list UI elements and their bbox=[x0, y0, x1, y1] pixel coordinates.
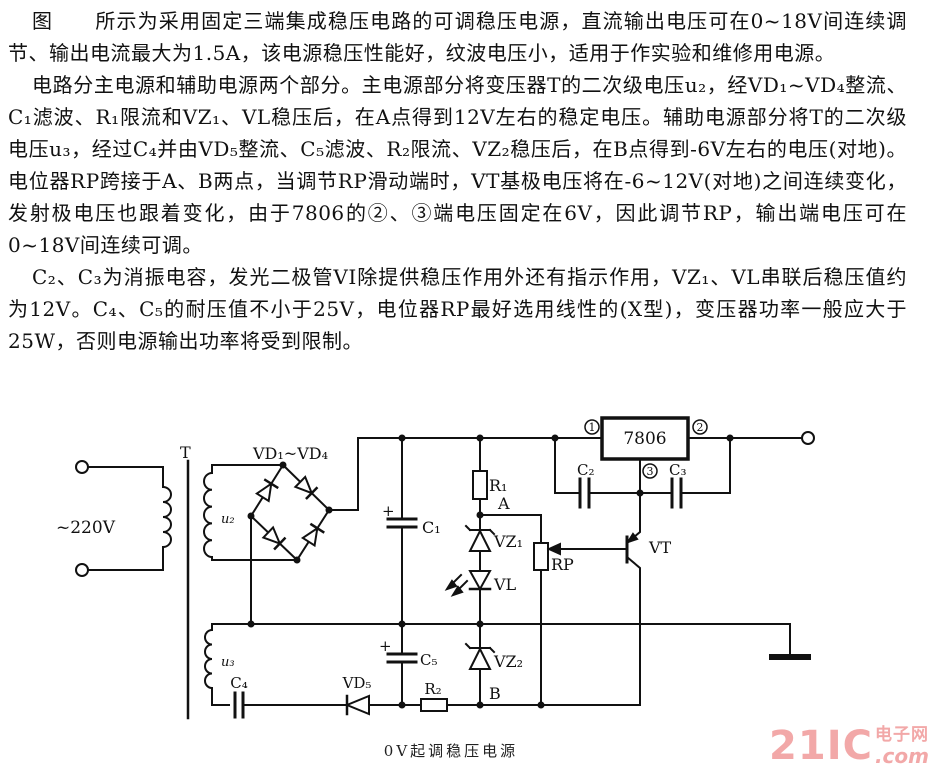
vt-label: VT bbox=[648, 538, 672, 557]
c2-row-wires bbox=[554, 437, 731, 494]
pin1-circle bbox=[584, 419, 600, 435]
bridge-edges bbox=[249, 463, 331, 562]
figure-caption: 0V起调稳压电源 bbox=[383, 742, 519, 760]
c2-label: C₂ bbox=[577, 461, 595, 479]
vz2-label: VZ₂ bbox=[493, 652, 523, 671]
vz1-triangle bbox=[468, 528, 492, 552]
paragraph-1: 图 所示为采用固定三端集成稳压电路的可调稳压电源，直流输出电压可在0~18V间连… bbox=[8, 9, 907, 65]
pin2-circle bbox=[692, 419, 708, 435]
mains-label: ~220V bbox=[56, 518, 116, 538]
regulator-box bbox=[600, 416, 690, 461]
c1-plus-sign: + bbox=[382, 502, 395, 520]
primary-winding bbox=[161, 485, 172, 549]
vd5-triangle bbox=[344, 694, 370, 716]
pin3-label: 3 bbox=[647, 465, 654, 478]
c3-label: C₃ bbox=[669, 461, 687, 479]
vl-triangle bbox=[468, 570, 492, 592]
bridge-diode-2 bbox=[293, 475, 319, 500]
primary-wires bbox=[87, 466, 164, 571]
c1-label: C₁ bbox=[422, 518, 441, 537]
c4-label: C₄ bbox=[230, 674, 248, 692]
pin2-label: 2 bbox=[697, 421, 704, 434]
output-terminal bbox=[801, 431, 815, 445]
ground-rail bbox=[211, 623, 791, 655]
bridge-diode-1 bbox=[254, 478, 279, 503]
watermark-suffix: .com bbox=[874, 744, 929, 768]
rp-wiper-arrow bbox=[546, 542, 561, 556]
r2-label: R₂ bbox=[424, 680, 441, 698]
potentiometer-rp bbox=[533, 542, 549, 571]
vz2-triangle bbox=[468, 646, 492, 670]
bridge-positive-wire bbox=[328, 437, 359, 511]
watermark: 21IC 电子网 .com bbox=[769, 726, 929, 766]
c5-label: C₅ bbox=[420, 651, 438, 669]
regulator-label: 7806 bbox=[623, 429, 666, 449]
vd5-label: VD₅ bbox=[342, 674, 372, 692]
bridge-label: VD₁~VD₄ bbox=[252, 444, 328, 463]
paragraph-2: 电路分主电源和辅助电源两个部分。主电源部分将变压器T的二次级电压u₂，经VD₁~… bbox=[8, 73, 907, 257]
vt-emitter-arrow bbox=[625, 532, 639, 544]
u2-winding bbox=[203, 471, 214, 559]
input-terminal-bottom bbox=[75, 563, 89, 577]
input-terminal-top bbox=[75, 460, 89, 474]
watermark-site: 电子网 bbox=[874, 725, 929, 745]
a-label: A bbox=[497, 494, 510, 513]
c5-plus-sign: + bbox=[379, 637, 392, 655]
paragraph-3: C₂、C₃为消振电容，发光二极管VI除提供稳压作用外还有指示作用，VZ₁、VL串… bbox=[8, 265, 907, 353]
vt-collector bbox=[625, 555, 641, 706]
vl-ray-1-head bbox=[450, 585, 464, 597]
b-label: B bbox=[489, 684, 501, 703]
resistor-r1 bbox=[472, 470, 488, 500]
rp-label: RP bbox=[551, 555, 574, 574]
bridge-diode-4 bbox=[300, 522, 325, 548]
resistor-r2 bbox=[420, 698, 448, 712]
u2-label: u₂ bbox=[221, 512, 235, 527]
transformer-label: T bbox=[180, 443, 191, 462]
circuit-diagram: ~220V T u₂ u₃ VD₁~VD₄ + C₁ R₁ A VZ₁ VL R… bbox=[56, 416, 815, 720]
vl-label: VL bbox=[493, 575, 517, 594]
pin3-circle bbox=[642, 463, 658, 479]
vz1-label: VZ₁ bbox=[493, 532, 523, 551]
bridge-diode-3 bbox=[261, 525, 287, 551]
u3-winding bbox=[204, 628, 214, 690]
watermark-brand: 21IC bbox=[769, 723, 873, 769]
vl-ray-2-head bbox=[444, 579, 458, 591]
r1-label: R₁ bbox=[489, 476, 507, 495]
junction-dots bbox=[247, 434, 734, 709]
u3-label: u₃ bbox=[221, 655, 235, 670]
article-text: 图 所示为采用固定三端集成稳压电路的可调稳压电源，直流输出电压可在0~18V间连… bbox=[8, 5, 907, 357]
pin1-label: 1 bbox=[589, 421, 596, 434]
